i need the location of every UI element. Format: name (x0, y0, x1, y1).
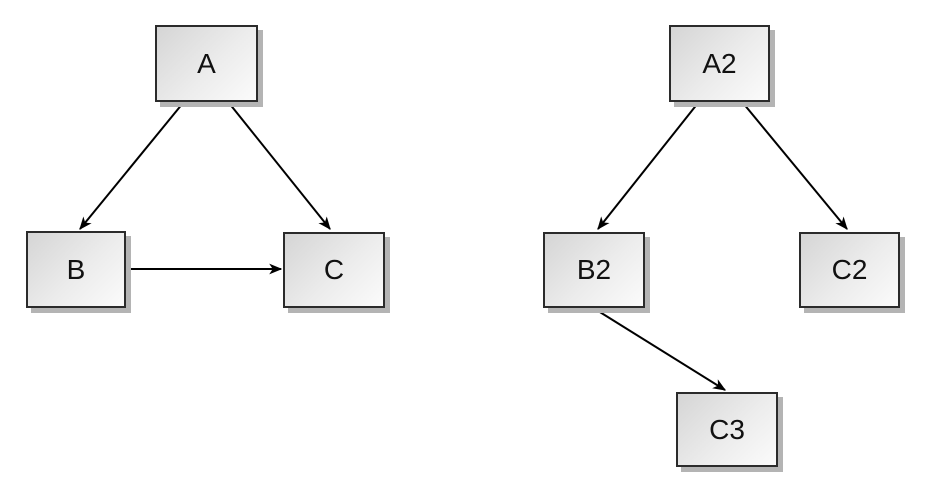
node-label: A2 (702, 47, 737, 79)
node-label: B (66, 253, 86, 285)
node-A: A (155, 25, 258, 102)
node-label: A (197, 47, 216, 79)
node-A2: A2 (669, 25, 770, 102)
node-label: C (323, 254, 345, 285)
node-B: B (26, 231, 126, 308)
node-label: C2 (831, 254, 868, 285)
node-C: C (283, 232, 385, 308)
edge-A-to-B (79, 102, 184, 230)
node-C2: C2 (799, 232, 900, 308)
node-label: C3 (709, 413, 745, 445)
edge-A2-to-C2 (742, 102, 848, 230)
edge-A-to-C (228, 102, 331, 230)
node-B2: B2 (543, 232, 645, 308)
edge-A2-to-B2 (597, 102, 699, 230)
node-C3: C3 (676, 392, 778, 467)
node-label: B2 (576, 254, 612, 285)
edge-B2-to-C3 (594, 308, 727, 391)
